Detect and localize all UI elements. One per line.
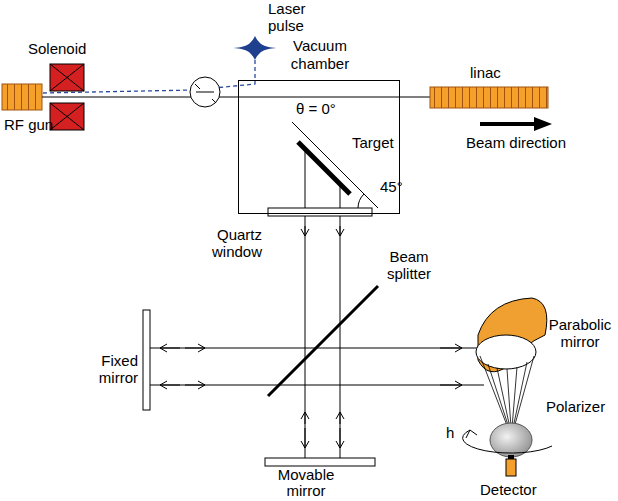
node-heading: Vacuum chamber bbox=[275, 37, 365, 73]
polarizer-label: Polarizer bbox=[546, 398, 605, 415]
gun-label: RF gun bbox=[4, 116, 53, 133]
rotation-label: h bbox=[446, 424, 454, 441]
mirror-label: Fixed mirror bbox=[86, 352, 138, 386]
linac-label: linac bbox=[470, 64, 501, 81]
window-label: Quartz window bbox=[196, 226, 262, 260]
direction-label: Beam direction bbox=[466, 134, 566, 151]
mirror-label: Movable mirror bbox=[268, 467, 344, 499]
solenoid-label: Solenoid bbox=[28, 40, 86, 57]
target-label: Target bbox=[352, 134, 394, 151]
angle-label: θ = 0° bbox=[296, 100, 336, 117]
angle-label: 45° bbox=[380, 178, 403, 195]
detector-label: Detector bbox=[480, 481, 537, 498]
mirror-label: Parabolic mirror bbox=[546, 316, 614, 350]
laser-label: Laser pulse bbox=[268, 0, 318, 34]
splitter-label: Beam splitter bbox=[378, 248, 440, 282]
